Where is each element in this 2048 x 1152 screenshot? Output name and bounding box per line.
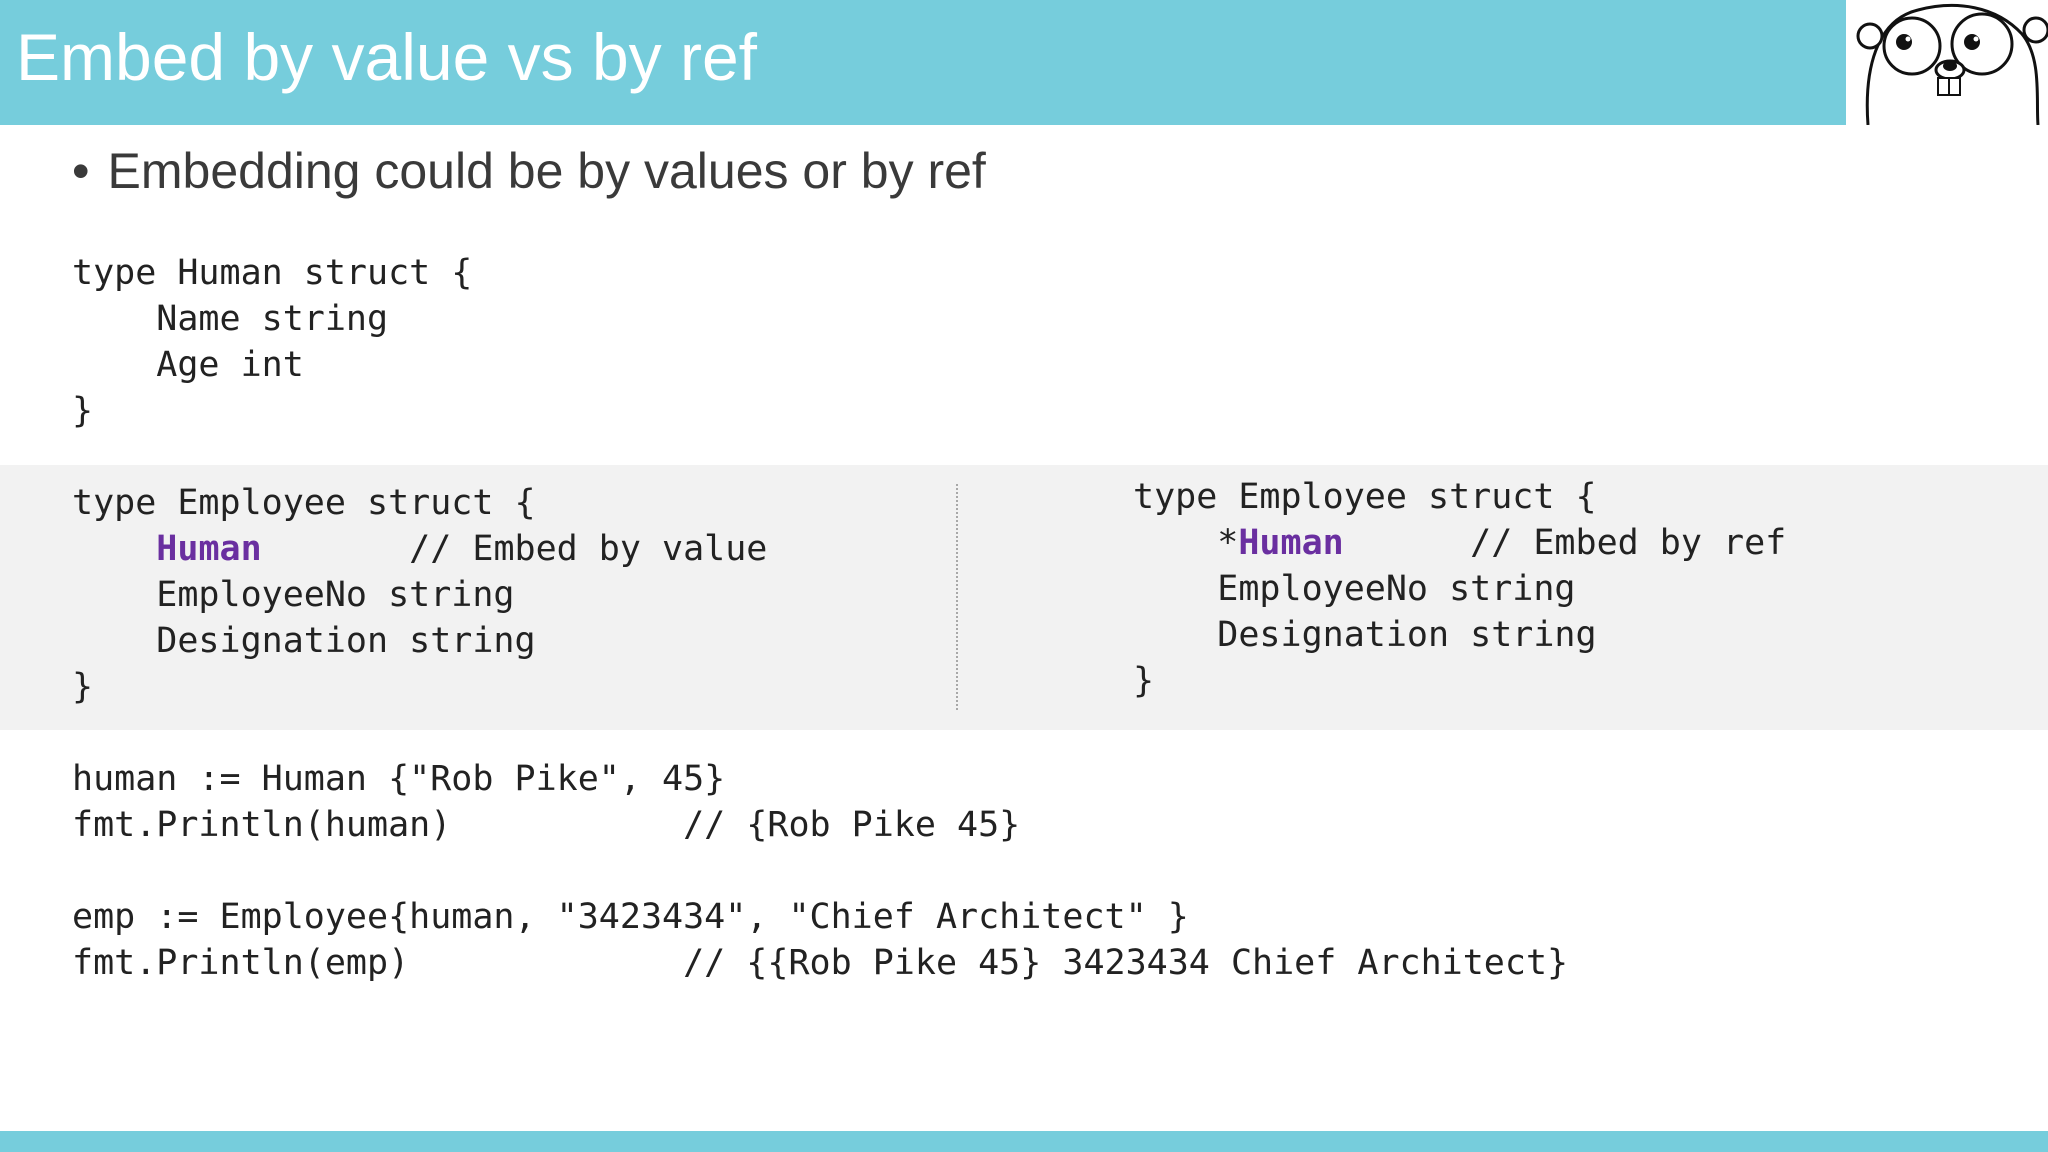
embedded-type-keyword: Human xyxy=(1238,523,1344,563)
code-embed-by-ref: type Employee struct { *Human // Embed b… xyxy=(1133,474,1786,704)
code-indent: * xyxy=(1133,523,1239,563)
code-comment: // Embed by ref xyxy=(1343,523,1787,563)
slide-title: Embed by value vs by ref xyxy=(16,20,758,94)
code-line: fmt.Println(human) // {Rob Pike 45} xyxy=(72,805,1021,845)
code-line: } xyxy=(72,667,94,707)
code-line: Name string xyxy=(72,299,389,339)
embedded-type-keyword: Human xyxy=(156,529,262,569)
code-indent xyxy=(72,529,156,569)
code-line: Designation string xyxy=(1133,615,1597,655)
gopher-mascot-icon xyxy=(1846,0,2048,126)
code-line xyxy=(72,848,1568,894)
code-line: } xyxy=(72,391,94,431)
code-embed-by-value: type Employee struct { Human // Embed by… xyxy=(72,480,767,710)
code-line: fmt.Println(emp) // {{Rob Pike 45} 34234… xyxy=(72,943,1569,983)
code-line: EmployeeNo string xyxy=(72,575,515,615)
bullet-text: Embedding could be by values or by ref xyxy=(107,143,986,199)
code-human-struct: type Human struct { Name string Age int} xyxy=(72,250,472,434)
code-line: Age int xyxy=(72,345,304,385)
title-bar: Embed by value vs by ref xyxy=(0,0,1846,125)
bullet-point: • Embedding could be by values or by ref xyxy=(72,142,986,200)
code-line: Designation string xyxy=(72,621,536,661)
code-usage: human := Human {"Rob Pike", 45} fmt.Print… xyxy=(72,756,1568,986)
code-line: human := Human {"Rob Pike", 45} xyxy=(72,759,726,799)
code-line-embedded: *Human // Embed by ref xyxy=(1133,520,1786,566)
code-line: type Employee struct { xyxy=(1133,477,1597,517)
bullet-marker: • xyxy=(72,143,90,199)
code-comment: // Embed by value xyxy=(261,529,768,569)
comparison-band xyxy=(0,465,2048,730)
footer-bar xyxy=(0,1131,2048,1152)
code-line: } xyxy=(1133,661,1155,701)
column-divider xyxy=(956,484,958,710)
code-line: EmployeeNo string xyxy=(1133,569,1576,609)
code-line-embedded: Human // Embed by value xyxy=(72,526,767,572)
code-line: emp := Employee{human, "3423434", "Chief… xyxy=(72,897,1189,937)
code-line: type Human struct { xyxy=(72,253,473,293)
code-line: type Employee struct { xyxy=(72,483,536,523)
gopher-icon xyxy=(1856,4,2048,126)
